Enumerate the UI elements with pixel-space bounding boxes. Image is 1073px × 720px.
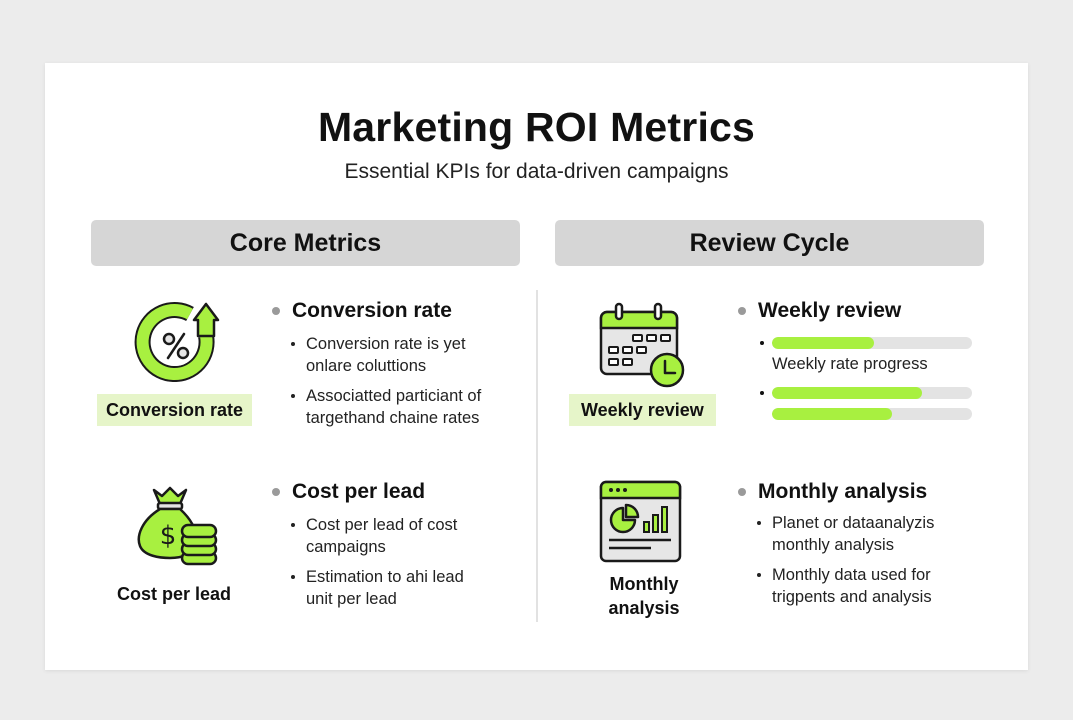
- item-title-text: Weekly review: [758, 299, 902, 322]
- progress-fill: [772, 408, 892, 420]
- bullet-list-monthly-analysis: Planet or dataanalyzis monthly analysis …: [756, 512, 956, 616]
- progress-track: [772, 337, 972, 349]
- page-title: Marketing ROI Metrics: [317, 104, 756, 150]
- analytics-window-icon: [599, 480, 682, 563]
- bullet-item: Associatted particiant of targethand cha…: [290, 385, 510, 429]
- bullet-dot: [738, 307, 746, 315]
- section-header-review-cycle: Review Cycle: [555, 220, 984, 266]
- icon-label-weekly-review: Weekly review: [569, 394, 716, 426]
- page-subtitle: Essential KPIs for data-driven campaigns: [344, 160, 729, 183]
- bullet-list-cost-per-lead: Cost per lead of cost campaigns Estimati…: [290, 514, 490, 618]
- bullet-item: Cost per lead of cost campaigns: [290, 514, 490, 558]
- bullet-dot: [272, 307, 280, 315]
- bullet-dot: [738, 488, 746, 496]
- bullet-item: Estimation to ahi lead unit per lead: [290, 566, 490, 610]
- section-header-core-metrics: Core Metrics: [91, 220, 520, 266]
- progress-bar-3: [760, 408, 972, 420]
- progress-track: [772, 387, 972, 399]
- bullet-item: Conversion rate is yet onlare coluttions: [290, 333, 510, 377]
- section-header-label: Review Cycle: [689, 228, 850, 257]
- item-title-text: Monthly analysis: [758, 480, 928, 503]
- item-title-text: Conversion rate: [292, 299, 452, 322]
- item-title-text: Cost per lead: [292, 480, 426, 503]
- item-title-weekly-review: Weekly review: [738, 299, 901, 323]
- item-title-cost-per-lead: Cost per lead: [272, 480, 425, 504]
- svg-text:$: $: [160, 521, 177, 551]
- bullet-dot: [272, 488, 280, 496]
- calendar-clock-icon: [597, 302, 689, 390]
- money-bag-coins-icon: $: [134, 484, 220, 570]
- item-title-conversion-rate: Conversion rate: [272, 299, 452, 323]
- progress-fill: [772, 337, 874, 349]
- bullet-item: Planet or dataanalyzis monthly analysis: [756, 512, 956, 556]
- progress-fill: [772, 387, 922, 399]
- progress-caption: Weekly rate progress: [772, 355, 928, 373]
- bullet-item: Monthly data used for trigpents and anal…: [756, 564, 956, 608]
- progress-bar-1: [760, 337, 972, 349]
- bullet-dot: [760, 341, 764, 345]
- section-header-label: Core Metrics: [229, 228, 382, 257]
- icon-label-monthly-analysis: Monthly analysis: [608, 574, 680, 618]
- icon-label-cost-per-lead: Cost per lead: [116, 584, 232, 604]
- column-divider: [536, 290, 538, 622]
- percent-circular-arrow-icon: [134, 302, 220, 383]
- bullet-dot: [760, 391, 764, 395]
- progress-track: [772, 408, 972, 420]
- item-title-monthly-analysis: Monthly analysis: [738, 480, 927, 504]
- bullet-list-conversion-rate: Conversion rate is yet onlare coluttions…: [290, 333, 510, 437]
- icon-label-conversion-rate: Conversion rate: [97, 394, 253, 426]
- progress-bar-2: [760, 387, 972, 399]
